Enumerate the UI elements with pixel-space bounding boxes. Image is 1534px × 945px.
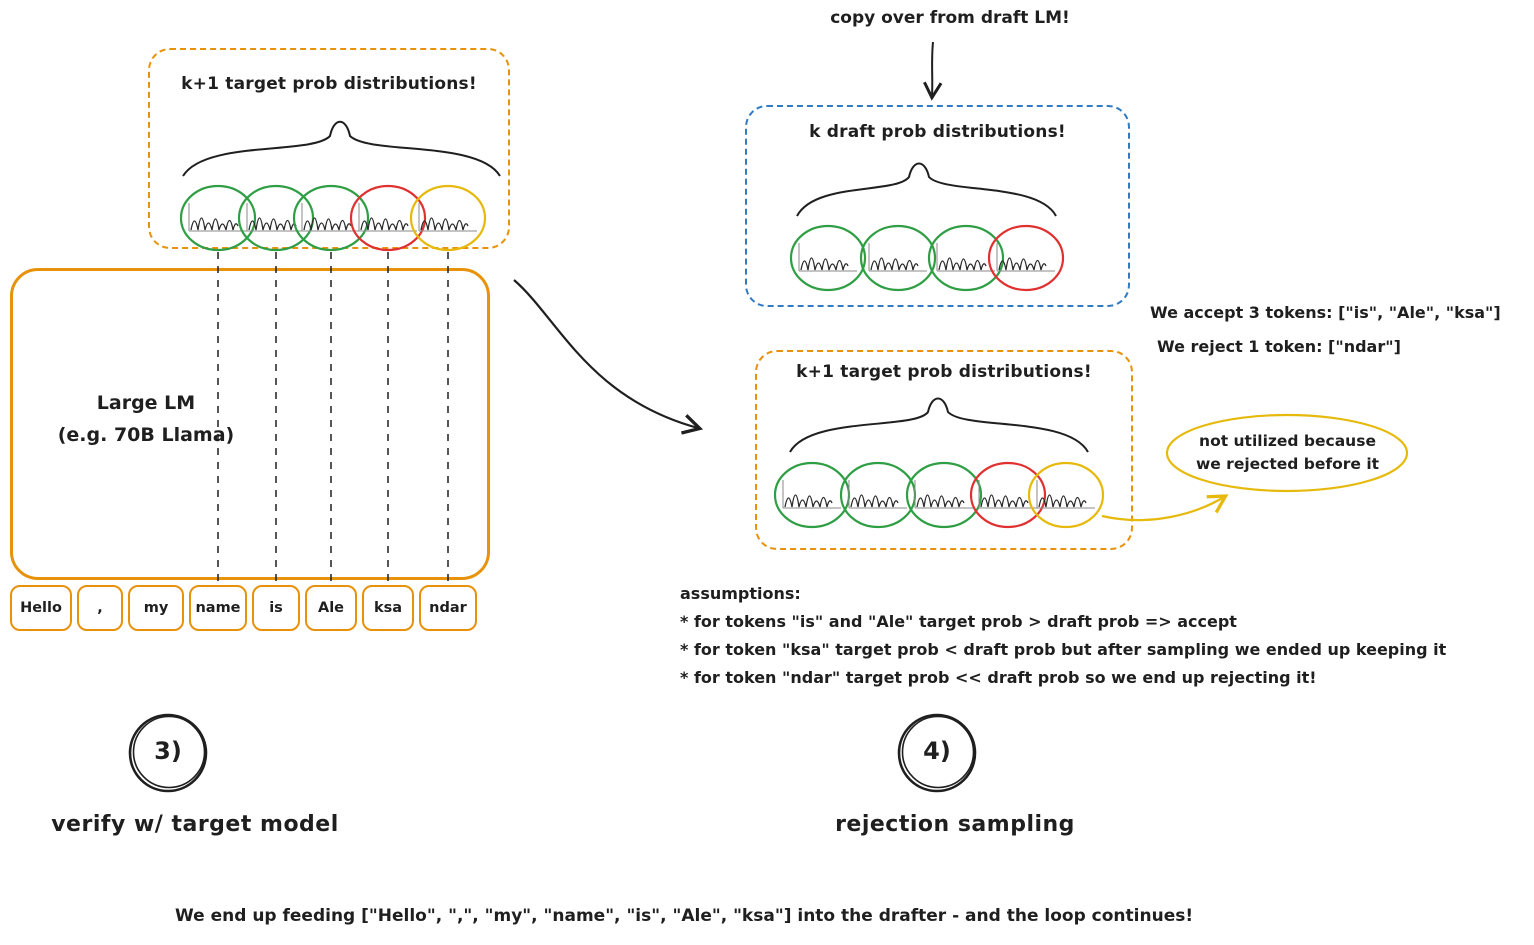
copy-over-note: copy over from draft LM!	[830, 8, 1070, 28]
target-distributions-box-left: k+1 target prob distributions!	[148, 48, 510, 249]
token-label: ,	[97, 600, 103, 616]
token-box-ale: Ale	[305, 585, 357, 631]
footer-text: We end up feeding ["Hello", ",", "my", "…	[175, 906, 1194, 926]
target-distributions-label-right: k+1 target prob distributions!	[796, 362, 1092, 382]
token-label: is	[269, 600, 283, 616]
reject-token-text: We reject 1 token: ["ndar"]	[1157, 337, 1401, 356]
callout-line-2: we rejected before it	[1195, 455, 1380, 474]
step-4-number: 4)	[923, 737, 951, 765]
callout-line-1: not utilized because	[1199, 432, 1376, 450]
token-label: my	[143, 600, 169, 616]
assumption-item: * for token "ksa" target prob < draft pr…	[680, 640, 1447, 659]
token-box-name: name	[189, 585, 247, 631]
assumption-item: * for token "ndar" target prob << draft …	[680, 668, 1317, 687]
token-box-ndar: ndar	[419, 585, 477, 631]
flow-arrow	[513, 279, 704, 435]
copy-over-down-arrow	[923, 41, 943, 101]
token-label: ksa	[373, 600, 403, 616]
large-lm-box: Large LM (e.g. 70B Llama)	[10, 268, 490, 580]
large-lm-label: Large LM (e.g. 70B Llama)	[31, 387, 261, 452]
accept-tokens-text: We accept 3 tokens: ["is", "Ale", "ksa"]	[1150, 303, 1501, 322]
token-label: ndar	[429, 600, 467, 616]
step-3-label: verify w/ target model	[51, 812, 339, 837]
step-3-number: 3)	[154, 737, 182, 765]
draft-distributions-box: k draft prob distributions!	[745, 105, 1130, 307]
token-box-ksa: ksa	[362, 585, 414, 631]
target-distributions-label-left: k+1 target prob distributions!	[181, 74, 477, 94]
target-distributions-box-right: k+1 target prob distributions!	[755, 350, 1133, 550]
large-lm-title: Large LM	[96, 392, 196, 414]
callout-text: not utilized because we rejected before …	[1175, 430, 1400, 477]
assumption-item: * for tokens "is" and "Ale" target prob …	[680, 612, 1237, 631]
token-label: Ale	[317, 600, 345, 616]
token-label: Hello	[20, 600, 62, 616]
step-4-label: rejection sampling	[835, 812, 1075, 837]
assumptions-title: assumptions:	[680, 584, 801, 603]
assumptions-block: assumptions: * for tokens "is" and "Ale"…	[680, 580, 1510, 692]
draft-distributions-label: k draft prob distributions!	[809, 122, 1066, 142]
token-box-hello: Hello	[10, 585, 72, 631]
token-row: Hello , my name is Ale ksa ndar	[10, 585, 477, 631]
token-box-is: is	[252, 585, 300, 631]
large-lm-subtitle: (e.g. 70B Llama)	[57, 424, 235, 447]
token-label: name	[195, 600, 241, 616]
token-box-my: my	[128, 585, 184, 631]
token-box-comma: ,	[77, 585, 123, 631]
